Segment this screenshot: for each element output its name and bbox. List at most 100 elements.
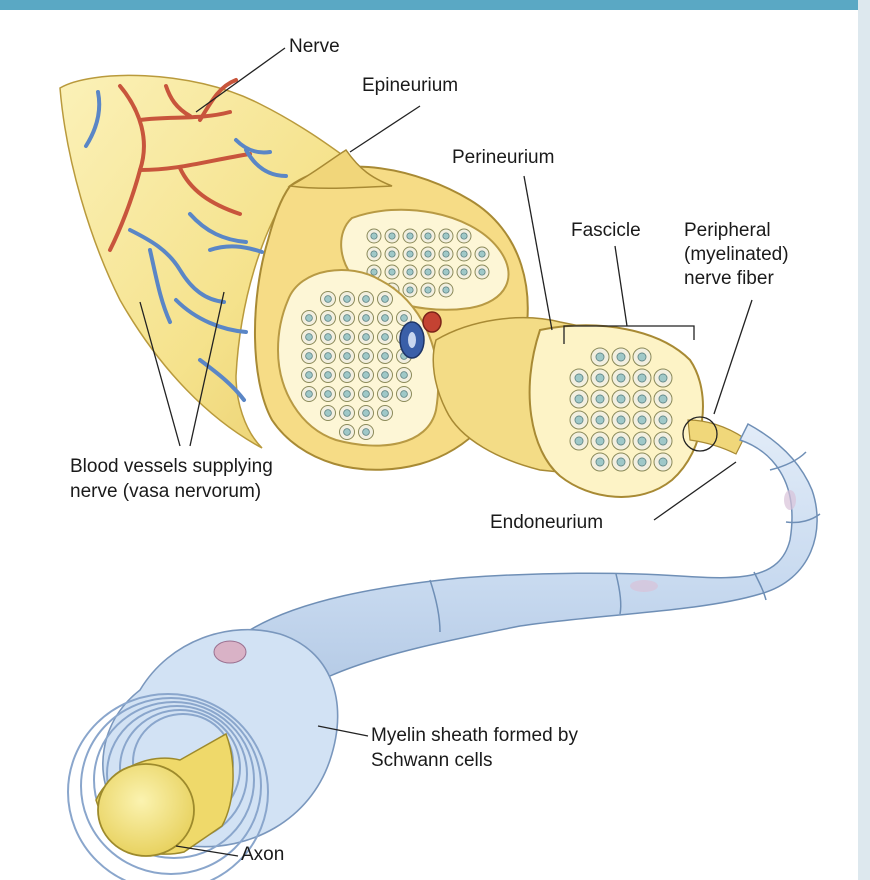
label-myelin-1: Myelin sheath formed by [371,725,578,746]
myelin-ring [80,697,262,875]
axon-section [574,373,584,383]
axon-section [381,295,389,303]
axon-section [324,314,332,322]
axon-section [595,373,605,383]
vasa-nervorum [84,78,288,402]
myelin-ring [93,701,255,859]
axon-section [305,352,313,360]
leader-axon [175,845,239,857]
epineurium-flap [287,148,393,190]
axon-section [460,250,468,258]
axon-section [406,268,414,276]
right-frame-bar [858,0,870,880]
axon-section [324,295,332,303]
axon-section [381,390,389,398]
axon-section [616,436,626,446]
axon-section [343,371,351,379]
axon-section [324,352,332,360]
axon-section [442,286,450,294]
label-perineurium: Perineurium [452,147,555,168]
axon-section [406,232,414,240]
axon-section [362,428,370,436]
leader-endoneurium [653,461,737,521]
axon-section [478,268,486,276]
axon-section [637,373,647,383]
axon-section [574,436,584,446]
axon-section [637,415,647,425]
axon-section [424,286,432,294]
axon-section [343,352,351,360]
nerve-trunk [59,74,354,449]
axon-section [381,333,389,341]
axon-section [362,314,370,322]
axon-section [616,457,626,467]
axon-section [305,314,313,322]
axon-section [381,409,389,417]
axon-section [637,436,647,446]
axon-section [400,314,408,322]
axon-section [478,250,486,258]
axon-section [388,268,396,276]
axon-section [381,314,389,322]
axon-section [424,250,432,258]
axon-section [388,250,396,258]
axon-section [637,394,647,404]
axon-section [324,333,332,341]
label-peripheral-3: nerve fiber [684,268,774,289]
leader-lines [139,47,753,857]
axon-section [658,373,668,383]
axon-section [442,232,450,240]
axon-section [460,232,468,240]
axon-section [424,232,432,240]
axon-section [658,415,668,425]
axon-section [637,457,647,467]
axon-section [343,295,351,303]
axon-section [616,373,626,383]
axon-section [595,394,605,404]
axon-section [343,428,351,436]
axon-section [406,250,414,258]
axon-section [388,232,396,240]
label-blood-vessels-2: nerve (vasa nervorum) [70,481,262,502]
label-endoneurium: Endoneurium [490,512,604,533]
axon-section [362,371,370,379]
axon-section [658,394,668,404]
peripheral-circle [682,416,718,452]
axon-section [343,333,351,341]
leader-perineurium [523,175,553,331]
axon-section [381,352,389,360]
myelin-ring [67,693,269,880]
top-frame-bar [0,0,870,10]
axon-section [343,409,351,417]
axon-section [324,371,332,379]
vessel-artery-cross [422,311,442,333]
axon-section [442,250,450,258]
axon-section [305,333,313,341]
axon-section [442,268,450,276]
axon-end [97,763,195,857]
axon-section [362,352,370,360]
axon-section [305,390,313,398]
axon-section [381,371,389,379]
axon-section [574,394,584,404]
label-blood-vessels-1: Blood vessels supplying [70,456,273,477]
leader-fascicle [614,245,628,327]
axon-section [324,390,332,398]
axon-section [370,232,378,240]
axon-section [343,390,351,398]
leader-blood-1 [139,301,181,447]
axon-section [424,268,432,276]
axon-section [370,268,378,276]
axon-section [406,286,414,294]
fascicle-bracket [563,325,695,344]
axon-section [637,352,647,362]
axon-section [362,295,370,303]
label-epineurium: Epineurium [362,75,459,96]
leader-myelin [317,725,369,737]
leader-blood-2 [189,291,225,447]
label-peripheral-1: Peripheral [684,220,771,241]
axon-section [370,250,378,258]
axon-section [658,436,668,446]
